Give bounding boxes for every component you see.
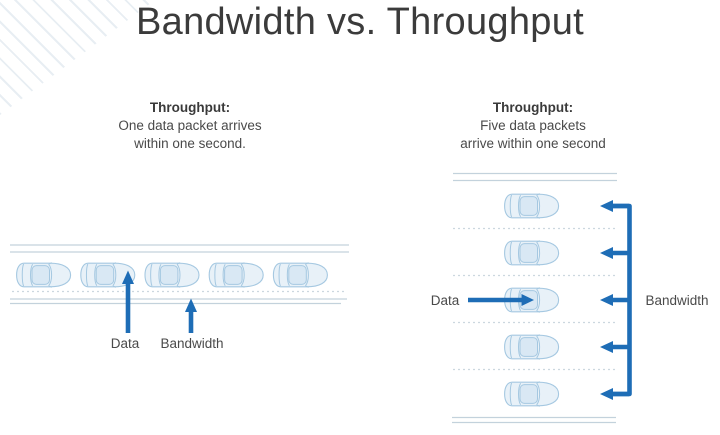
left-road-cars <box>16 262 328 288</box>
car-icon <box>504 334 560 360</box>
right-data-label: Data <box>430 293 460 308</box>
bandwidth-arrowhead-icon <box>600 200 613 212</box>
data-arrowhead-icon <box>122 270 134 284</box>
right-caption-heading: Throughput: <box>492 100 574 115</box>
left-bandwidth-arrow <box>185 298 197 333</box>
right-caption: Throughput: Five data packets arrive wit… <box>421 99 645 153</box>
car-icon <box>504 240 560 266</box>
right-road-diagram <box>452 172 632 424</box>
left-data-arrow <box>122 270 134 333</box>
right-bandwidth-label: Bandwidth <box>645 293 709 308</box>
left-data-label: Data <box>110 336 140 351</box>
car-icon <box>208 262 264 288</box>
car-icon <box>144 262 200 288</box>
right-data-arrow <box>468 294 534 306</box>
bandwidth-arrowhead-icon <box>600 294 613 306</box>
right-caption-line1: Five data packets <box>480 118 586 133</box>
right-caption-line2: arrive within one second <box>460 136 606 151</box>
left-caption: Throughput: One data packet arrives with… <box>78 99 302 153</box>
page-title: Bandwidth vs. Throughput <box>135 1 584 43</box>
right-bandwidth-arrows <box>600 200 629 400</box>
data-arrowhead-icon <box>521 294 534 306</box>
bandwidth-arrowhead-icon <box>600 388 613 400</box>
car-icon <box>16 262 72 288</box>
car-icon <box>272 262 328 288</box>
bandwidth-arrowhead-icon <box>600 247 613 259</box>
right-lane-separators <box>453 227 617 371</box>
car-icon <box>504 381 560 407</box>
left-caption-heading: Throughput: <box>149 100 231 115</box>
car-icon <box>504 193 560 219</box>
bandwidth-arrowhead-icon <box>185 298 197 312</box>
left-caption-line1: One data packet arrives <box>118 118 262 133</box>
bandwidth-arrowhead-icon <box>600 341 613 353</box>
left-caption-line2: within one second. <box>134 136 246 151</box>
left-bandwidth-label: Bandwidth <box>160 336 224 351</box>
left-road-diagram <box>10 244 349 333</box>
